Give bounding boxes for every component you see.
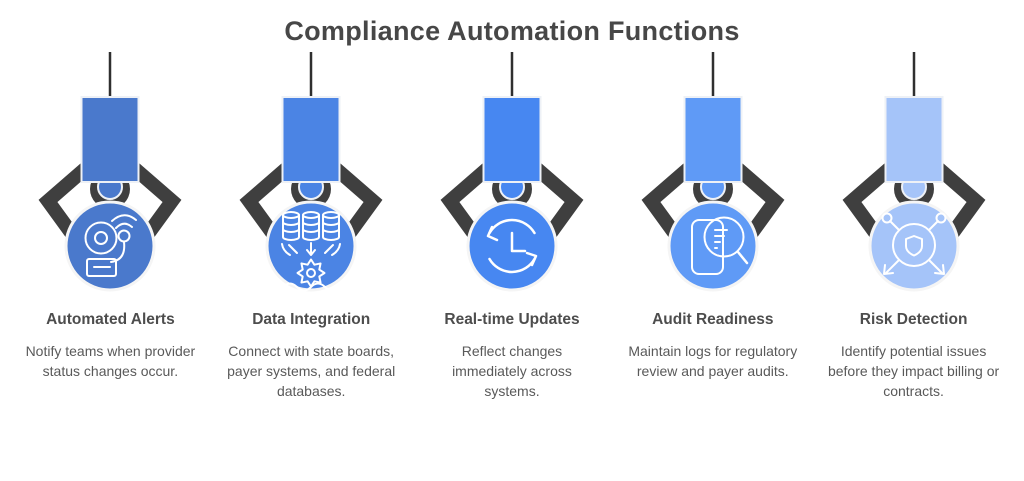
- function-title: Real-time Updates: [444, 311, 580, 328]
- claw-machine-graphic: [440, 52, 584, 292]
- claw-machine-graphic: [38, 52, 182, 292]
- function-description: Notify teams when provider status change…: [25, 343, 196, 379]
- document-search-icon: [690, 216, 749, 275]
- function-title: Automated Alerts: [46, 311, 175, 328]
- document-outline: [690, 219, 724, 275]
- database-cylinder: [302, 211, 321, 241]
- clock-hands: [510, 231, 527, 253]
- sync-arc-bottom: [488, 257, 536, 274]
- arrow-head-left: [882, 264, 894, 275]
- claw-machine-graphic: [842, 52, 986, 292]
- function-description: Reflect changes immediately across syste…: [452, 343, 572, 399]
- claw-machine-graphic: [641, 52, 785, 292]
- alarm-bell-icon: [84, 214, 138, 277]
- database-integration-icon: [281, 211, 342, 292]
- function-title: Risk Detection: [859, 311, 968, 328]
- arrow-head-right: [525, 251, 538, 267]
- arrow-head-right: [933, 264, 945, 275]
- claw-machine-graphic: [239, 52, 383, 292]
- shield-icon: [904, 235, 923, 257]
- function-column-automated-alerts: Automated Alerts Notify teams when provi…: [10, 49, 211, 402]
- magnifier-handle: [736, 250, 749, 265]
- page-title: Compliance Automation Functions: [284, 16, 740, 46]
- database-cylinder: [322, 211, 341, 241]
- gear-icon: [296, 258, 326, 288]
- machine-body: [80, 96, 140, 183]
- wave-line: [282, 282, 341, 292]
- network-node: [881, 212, 893, 224]
- machine-body: [683, 96, 743, 183]
- function-column-data-integration: Data Integration Connect with state boar…: [211, 49, 412, 402]
- function-column-risk-detection: Risk Detection Identify potential issues…: [813, 49, 1014, 402]
- machine-body: [482, 96, 542, 183]
- database-cylinder: [282, 211, 301, 241]
- machine-body: [884, 96, 944, 183]
- function-description: Identify potential issues before they im…: [827, 343, 1000, 399]
- function-column-real-time-updates: Real-time Updates Reflect changes immedi…: [412, 49, 613, 402]
- icon-circle: [667, 200, 759, 292]
- function-title: Audit Readiness: [652, 311, 774, 328]
- sync-arc-top: [488, 218, 536, 235]
- function-title: Data Integration: [252, 311, 371, 328]
- network-node: [935, 212, 947, 224]
- functions-row: Automated Alerts Notify teams when provi…: [0, 49, 1024, 402]
- arrow-head-left: [486, 225, 499, 242]
- sync-clock-icon: [486, 218, 538, 274]
- function-column-audit-readiness: Audit Readiness Maintain logs for regula…: [612, 49, 813, 402]
- shield-network-icon: [881, 212, 947, 275]
- machine-body: [281, 96, 341, 183]
- function-description: Maintain logs for regulatory review and …: [628, 343, 798, 379]
- function-description: Connect with state boards, payer systems…: [227, 343, 396, 399]
- magnifier-lens: [703, 216, 745, 258]
